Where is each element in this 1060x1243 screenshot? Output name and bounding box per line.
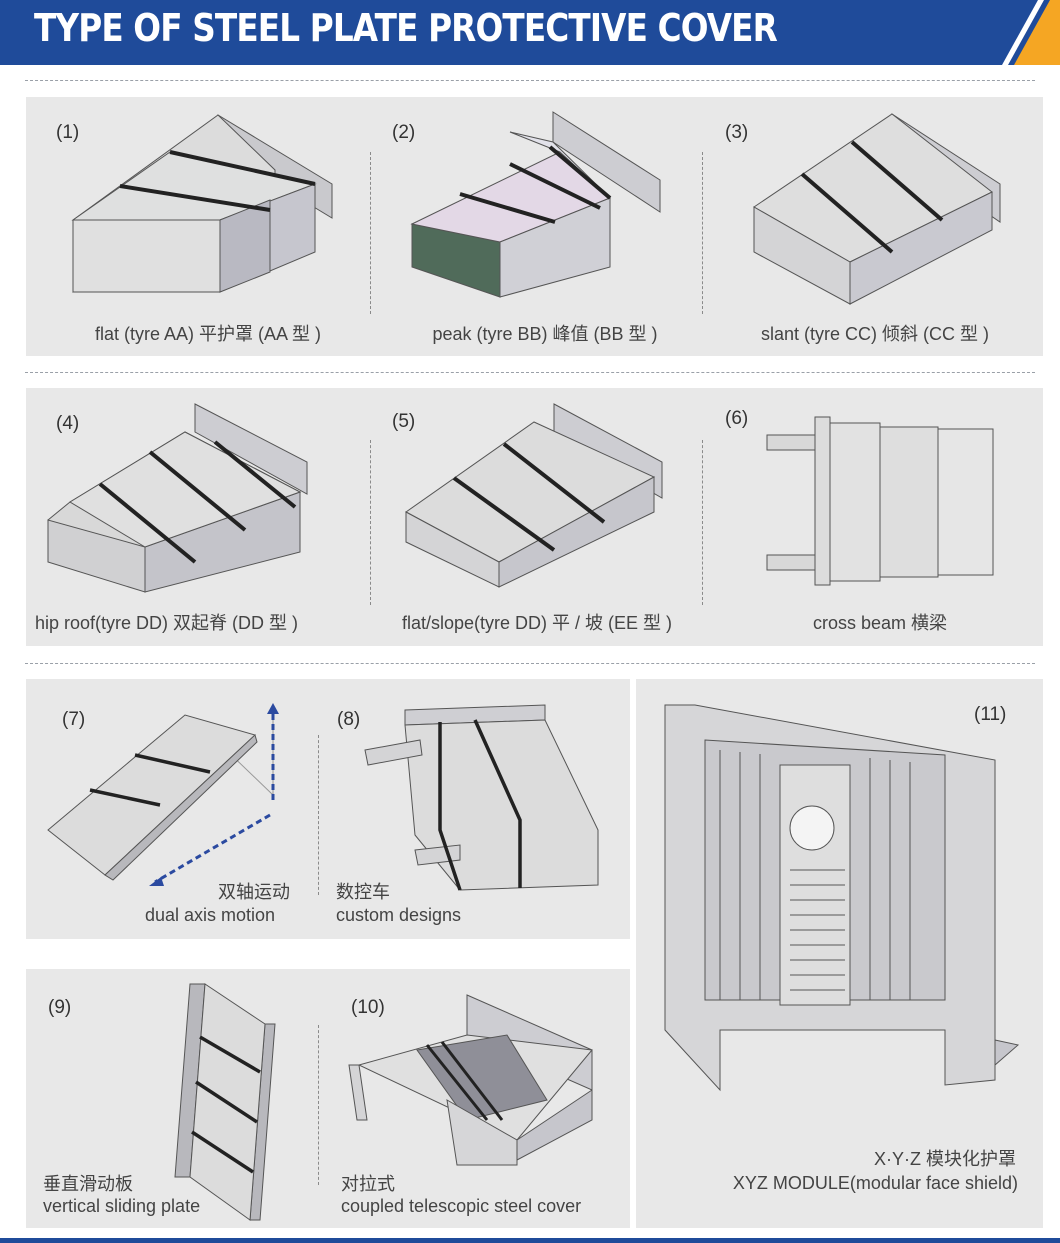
- divider: [702, 440, 703, 605]
- xyz-module-shield-image: [664, 704, 1020, 1092]
- header-banner: TYPE OF STEEL PLATE PROTECTIVE COVER: [0, 0, 1060, 65]
- peak-cover-image: [410, 111, 661, 298]
- vertical-sliding-plate-image: [174, 983, 276, 1221]
- item-caption-cn: 对拉式: [341, 1174, 395, 1194]
- item-caption: flat (tyre AA) 平护罩 (AA 型 ): [94, 324, 322, 344]
- item-caption-cn: X·Y·Z 模块化护罩: [874, 1149, 1016, 1169]
- divider: [318, 1025, 319, 1185]
- item-number: (9): [48, 997, 72, 1018]
- item-caption-en: XYZ MODULE(modular face shield): [732, 1173, 1018, 1193]
- item-number: (4): [56, 413, 80, 434]
- slant-cover-image: [753, 113, 1001, 305]
- divider: [318, 735, 319, 895]
- item-caption-cn: 数控车: [336, 882, 390, 902]
- item-number: (10): [351, 997, 385, 1018]
- item-caption-en: coupled telescopic steel cover: [341, 1196, 582, 1216]
- item-number: (5): [392, 411, 416, 432]
- item-caption-en: dual axis motion: [145, 905, 276, 925]
- hip-roof-cover-image: [47, 403, 308, 593]
- item-caption-cn: 双轴运动: [218, 882, 290, 902]
- divider: [702, 152, 703, 314]
- flat-slope-cover-image: [405, 403, 663, 588]
- item-number: (6): [725, 408, 749, 429]
- section-separator: [25, 80, 1035, 81]
- dual-axis-cover-image: [47, 703, 279, 886]
- page-title: TYPE OF STEEL PLATE PROTECTIVE COVER: [34, 6, 778, 50]
- section-separator: [25, 372, 1035, 373]
- item-caption: peak (tyre BB) 峰值 (BB 型 ): [432, 324, 658, 344]
- footer-bar: [0, 1238, 1060, 1243]
- divider: [370, 152, 371, 314]
- item-caption: cross beam 横梁: [812, 613, 948, 633]
- item-caption: hip roof(tyre DD) 双起脊 (DD 型 ): [35, 613, 299, 633]
- item-number: (7): [62, 709, 86, 730]
- coupled-telescopic-cover-image: [348, 994, 593, 1166]
- item-number: (3): [725, 122, 749, 143]
- item-number: (2): [392, 122, 416, 143]
- item-number: (1): [56, 122, 80, 143]
- cross-beam-cover-image: [766, 416, 994, 586]
- custom-design-cover-image: [364, 704, 599, 891]
- section-separator: [25, 663, 1035, 664]
- item-number: (8): [337, 709, 361, 730]
- item-number: (11): [974, 704, 1007, 725]
- item-caption: slant (tyre CC) 倾斜 (CC 型 ): [760, 324, 990, 344]
- item-caption-en: vertical sliding plate: [43, 1196, 201, 1216]
- flat-cover-image: [71, 114, 333, 293]
- item-caption-en: custom designs: [336, 905, 462, 925]
- item-caption-cn: 垂直滑动板: [43, 1174, 133, 1194]
- divider: [370, 440, 371, 605]
- corner-stripe-decoration: [1002, 0, 1060, 65]
- item-caption: flat/slope(tyre DD) 平 / 坡 (EE 型 ): [401, 613, 673, 633]
